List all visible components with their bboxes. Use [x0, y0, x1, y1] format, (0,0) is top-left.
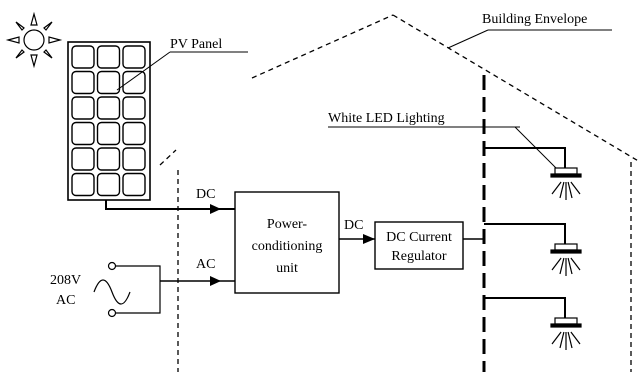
pv-cell [122, 147, 146, 171]
sun-icon [5, 11, 63, 69]
pv-cell [96, 121, 121, 146]
dc-output-label: DC [344, 218, 363, 233]
building-envelope-label: Building Envelope [482, 12, 587, 27]
led-lamp-icon [550, 317, 582, 350]
pv-cell [122, 70, 146, 95]
pv-cell [96, 147, 121, 171]
pv-panel-leader [116, 51, 248, 91]
pv-cell [122, 96, 146, 120]
power-conditioning-box [234, 191, 340, 294]
led-lighting-label: White LED Lighting [328, 111, 445, 126]
pv-cell [122, 45, 146, 69]
pv-cell [122, 172, 146, 197]
led-lamp-icon [550, 243, 582, 276]
power-conditioning-line-3: unit [276, 261, 298, 276]
dc-output-arrow [363, 234, 375, 244]
roof-right [392, 14, 640, 163]
pv-cell [96, 172, 121, 197]
pv-panel [67, 41, 151, 201]
led-fixtures [550, 167, 582, 350]
dc-input-wire [105, 200, 235, 210]
pv-cell [71, 121, 95, 146]
grid-type-label: AC [56, 293, 75, 308]
dc-input-label: DC [196, 187, 215, 202]
lighting-branches [484, 147, 566, 318]
power-conditioning-line-1: Power- [267, 217, 307, 232]
pv-cell [71, 70, 95, 95]
ac-input-label: AC [196, 257, 215, 272]
dc-input-arrow [210, 204, 221, 214]
building-envelope [159, 14, 640, 372]
led-lamp-icon [550, 167, 582, 200]
pv-cell [71, 96, 95, 120]
ac-supply-circuit [93, 261, 161, 318]
pv-cell [71, 172, 95, 197]
grid-voltage-label: 208V [50, 273, 81, 288]
pv-cell-grid [71, 45, 146, 197]
pv-panel-label: PV Panel [170, 37, 222, 52]
pv-cell [122, 121, 146, 146]
dc-regulator-box [374, 221, 464, 270]
roof-left [159, 149, 177, 166]
pv-cell [71, 45, 95, 69]
pv-cell [96, 45, 121, 69]
roof-left-upper [251, 14, 394, 79]
ac-input-arrow [210, 276, 221, 286]
dc-regulator-line-2: Regulator [391, 249, 447, 264]
power-conditioning-line-2: conditioning [252, 239, 323, 254]
building-envelope-leader [447, 29, 612, 49]
pv-cell [96, 70, 121, 95]
pv-cell [71, 147, 95, 171]
dc-regulator-line-1: DC Current [386, 230, 452, 245]
pv-cell [96, 96, 121, 120]
led-lighting-leader-arrow [514, 126, 559, 171]
ac-sine-icon [93, 279, 131, 305]
